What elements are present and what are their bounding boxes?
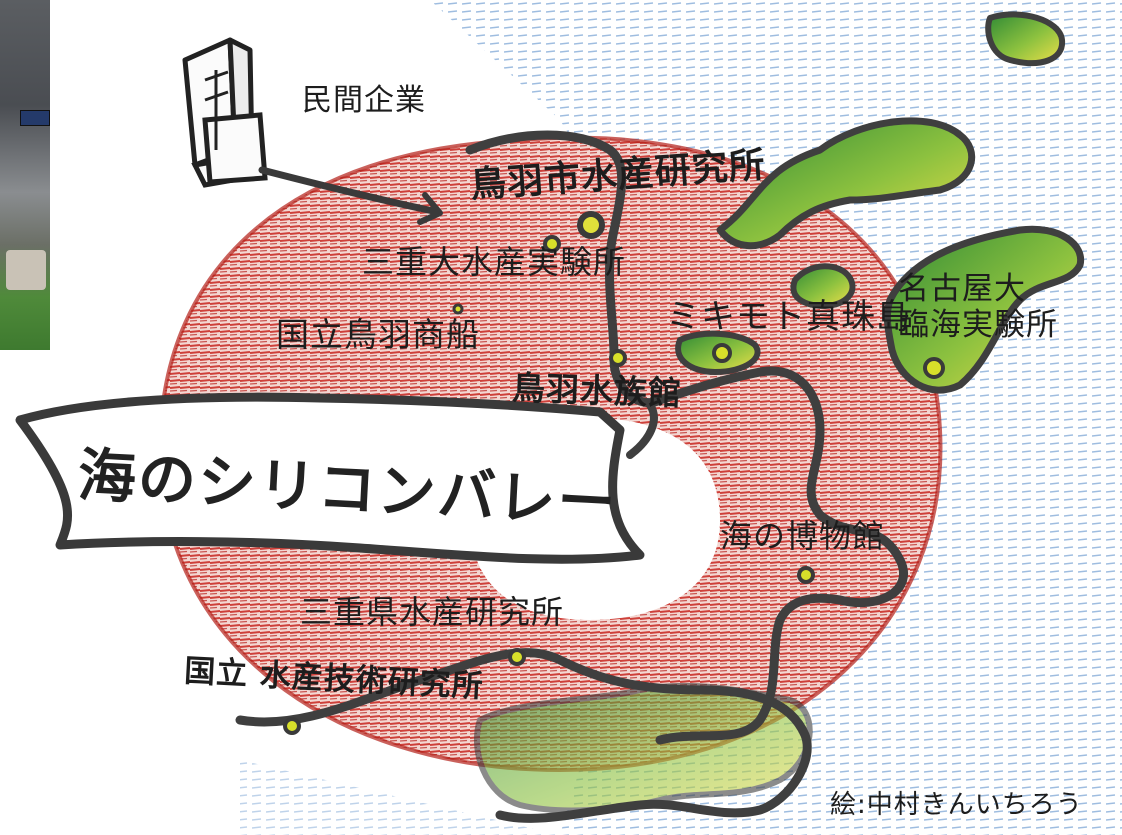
building-icon: [182, 37, 268, 188]
arrow-head: [417, 192, 443, 225]
label-mie-pref: 三重県水産研究所: [300, 593, 565, 631]
island-top-right: [985, 11, 1066, 67]
island-main-right: [716, 117, 976, 250]
marker-national-toba: [452, 303, 464, 315]
coastline-bay: [626, 401, 658, 459]
label-mikimoto: ミキモト真珠島: [666, 297, 911, 337]
island-nagoya: [883, 225, 1085, 394]
red-ring: [160, 137, 941, 770]
marker-sea-museum: [797, 566, 815, 584]
label-private-company: 民間企業: [302, 83, 426, 118]
island-small: [790, 263, 856, 310]
marker-nagoya: [923, 357, 945, 379]
marker-mie-pref: [508, 648, 526, 666]
coastline-lower: [235, 648, 812, 823]
label-sea-museum: 海の博物館: [720, 517, 886, 555]
marker-aquarium: [609, 349, 627, 367]
podium: [6, 250, 46, 290]
location-markers: [283, 211, 945, 735]
display-screen: [20, 110, 50, 126]
coastline-main: [465, 130, 908, 745]
sea-area-bottom: [240, 760, 560, 835]
arrow: [258, 166, 442, 216]
marker-national-fisheries: [283, 717, 301, 735]
label-nagoya-univ: 名古屋大 臨海実験所: [898, 271, 1058, 343]
label-credit: 絵:中村きんいちろう: [830, 790, 1083, 820]
label-mie-univ: 三重大水産実験所: [362, 243, 627, 281]
photo-inset: [0, 0, 50, 350]
marker-mikimoto: [712, 343, 732, 363]
marker-mie-univ: [543, 235, 561, 253]
title-banner-shape: [15, 392, 645, 564]
label-toba-aquarium: 鳥羽水族館: [511, 368, 683, 413]
label-national-toba: 国立鳥羽商船: [276, 315, 480, 354]
marker-toba-fisheries: [577, 211, 605, 239]
